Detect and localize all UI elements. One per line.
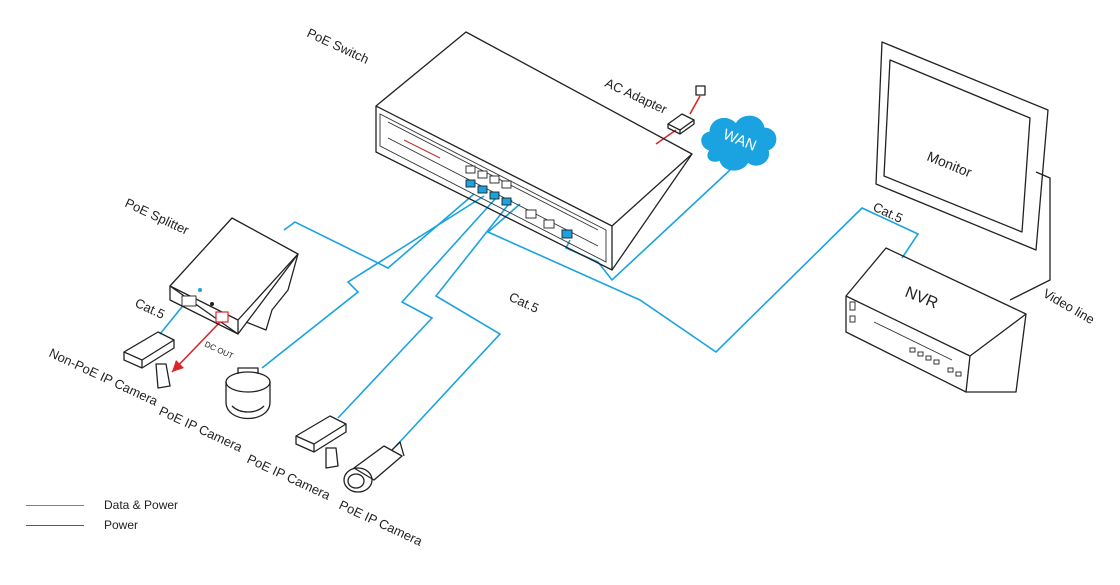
label-cam-poe-2: PoE IP Camera	[245, 451, 334, 503]
cable-switch-nvr	[486, 203, 920, 354]
legend-item-power: Power	[26, 518, 138, 532]
cable-ac-switch	[655, 129, 677, 145]
nvr-buttons	[909, 347, 962, 377]
cable-switch-bullet1	[337, 197, 497, 419]
bullet-camera-2	[343, 441, 405, 493]
wan-cloud	[701, 115, 777, 171]
cable-ac-adapter	[689, 95, 701, 115]
cable-splitter-camera	[159, 301, 187, 335]
label-cam-poe-1: PoE IP Camera	[157, 403, 246, 455]
poe-splitter	[169, 217, 299, 335]
dc-out-arrow	[172, 360, 184, 372]
label-poe-splitter: PoE Splitter	[123, 195, 192, 238]
label-monitor: Monitor	[925, 148, 975, 180]
label-cam-poe-3: PoE IP Camera	[337, 497, 426, 549]
label-video-line: Video line	[1041, 286, 1098, 327]
label-cam-non-poe: Non-PoE IP Camera	[47, 345, 161, 409]
label-poe-switch: PoE Switch	[305, 25, 372, 67]
legend-swatch-data-power	[26, 504, 84, 506]
non-poe-camera	[123, 331, 175, 389]
ac-adapter	[667, 85, 706, 135]
cable-dc-out	[171, 319, 223, 373]
poe-switch	[375, 31, 693, 271]
label-dc-out: DC OUT	[203, 340, 235, 361]
label-cat5-nvr: Cat.5	[871, 199, 906, 226]
legend-label-data-power: Data & Power	[104, 498, 179, 512]
legend-label-power: Power	[104, 518, 139, 532]
label-cat5-center: Cat.5	[507, 289, 542, 316]
cable-switch-dome	[261, 195, 485, 369]
bullet-camera-1	[295, 415, 347, 469]
cable-switch-bullet2	[395, 199, 513, 447]
label-nvr: NVR	[903, 284, 941, 312]
nvr	[845, 247, 1027, 393]
dome-camera	[225, 367, 271, 420]
monitor	[875, 41, 1051, 301]
legend-swatch-power	[26, 524, 84, 526]
switch-ports	[465, 165, 573, 239]
label-cat5-splitter: Cat.5	[133, 295, 168, 322]
cables	[159, 95, 920, 447]
cable-switch-wan	[564, 169, 731, 282]
cable-switch-splitter	[283, 193, 475, 269]
legend-item-data-power: Data & Power	[26, 498, 178, 512]
